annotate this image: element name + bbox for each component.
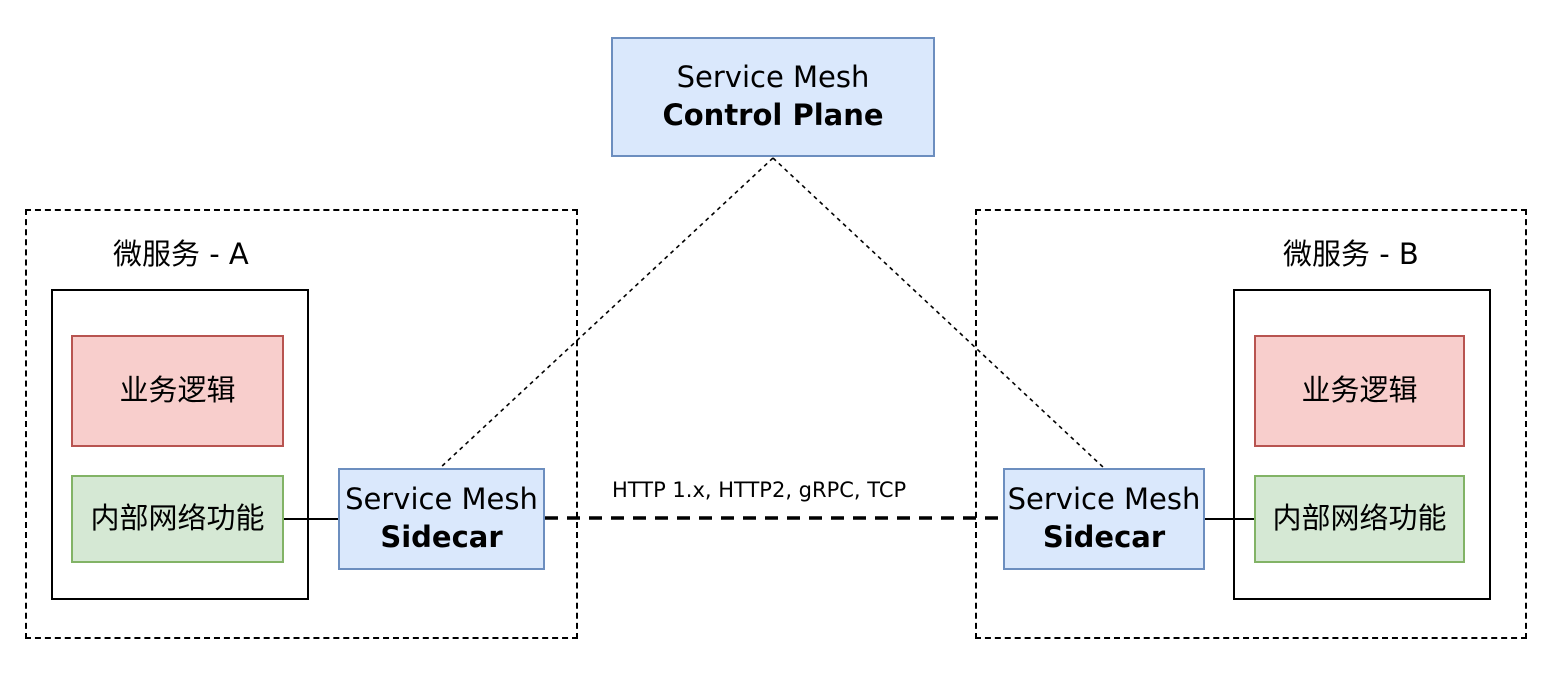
microservice-b-title: 微服务 - B: [1283, 237, 1419, 271]
business-logic-a-box[interactable]: 业务逻辑: [71, 335, 284, 447]
control-to-sidecar-b-line: [772, 157, 1105, 469]
microservice-b-app-frame: [1233, 289, 1491, 600]
sidecar-a-line1: Service Mesh: [345, 482, 538, 517]
control-plane-line2: Control Plane: [662, 98, 884, 132]
network-function-b-box[interactable]: 内部网络功能: [1254, 475, 1465, 563]
sidecar-b-line1: Service Mesh: [1007, 482, 1201, 517]
microservice-a-app-frame: [51, 289, 309, 600]
control-plane-box[interactable]: Service Mesh Control Plane: [611, 37, 935, 157]
protocol-label: HTTP 1.x, HTTP2, gRPC, TCP: [612, 478, 907, 502]
sidecar-b-line2: Sidecar: [1042, 520, 1166, 554]
network-function-a-box[interactable]: 内部网络功能: [71, 475, 284, 563]
business-logic-b-box[interactable]: 业务逻辑: [1254, 335, 1465, 447]
microservice-a-frame: [25, 209, 578, 639]
microservice-a-title: 微服务 - A: [113, 237, 249, 271]
network-function-a-label: 内部网络功能: [90, 501, 265, 536]
control-to-sidecar-a-line: [439, 157, 774, 469]
microservice-b-frame: [975, 209, 1527, 639]
sidecar-a-box[interactable]: Service Mesh Sidecar: [338, 468, 545, 570]
sidecar-b-box[interactable]: Service Mesh Sidecar: [1003, 468, 1205, 570]
business-logic-a-label: 业务逻辑: [119, 373, 236, 408]
control-plane-line1: Service Mesh: [676, 60, 870, 95]
business-logic-b-label: 业务逻辑: [1301, 373, 1418, 408]
network-function-b-label: 内部网络功能: [1272, 501, 1447, 536]
sidecar-a-line2: Sidecar: [380, 520, 503, 554]
